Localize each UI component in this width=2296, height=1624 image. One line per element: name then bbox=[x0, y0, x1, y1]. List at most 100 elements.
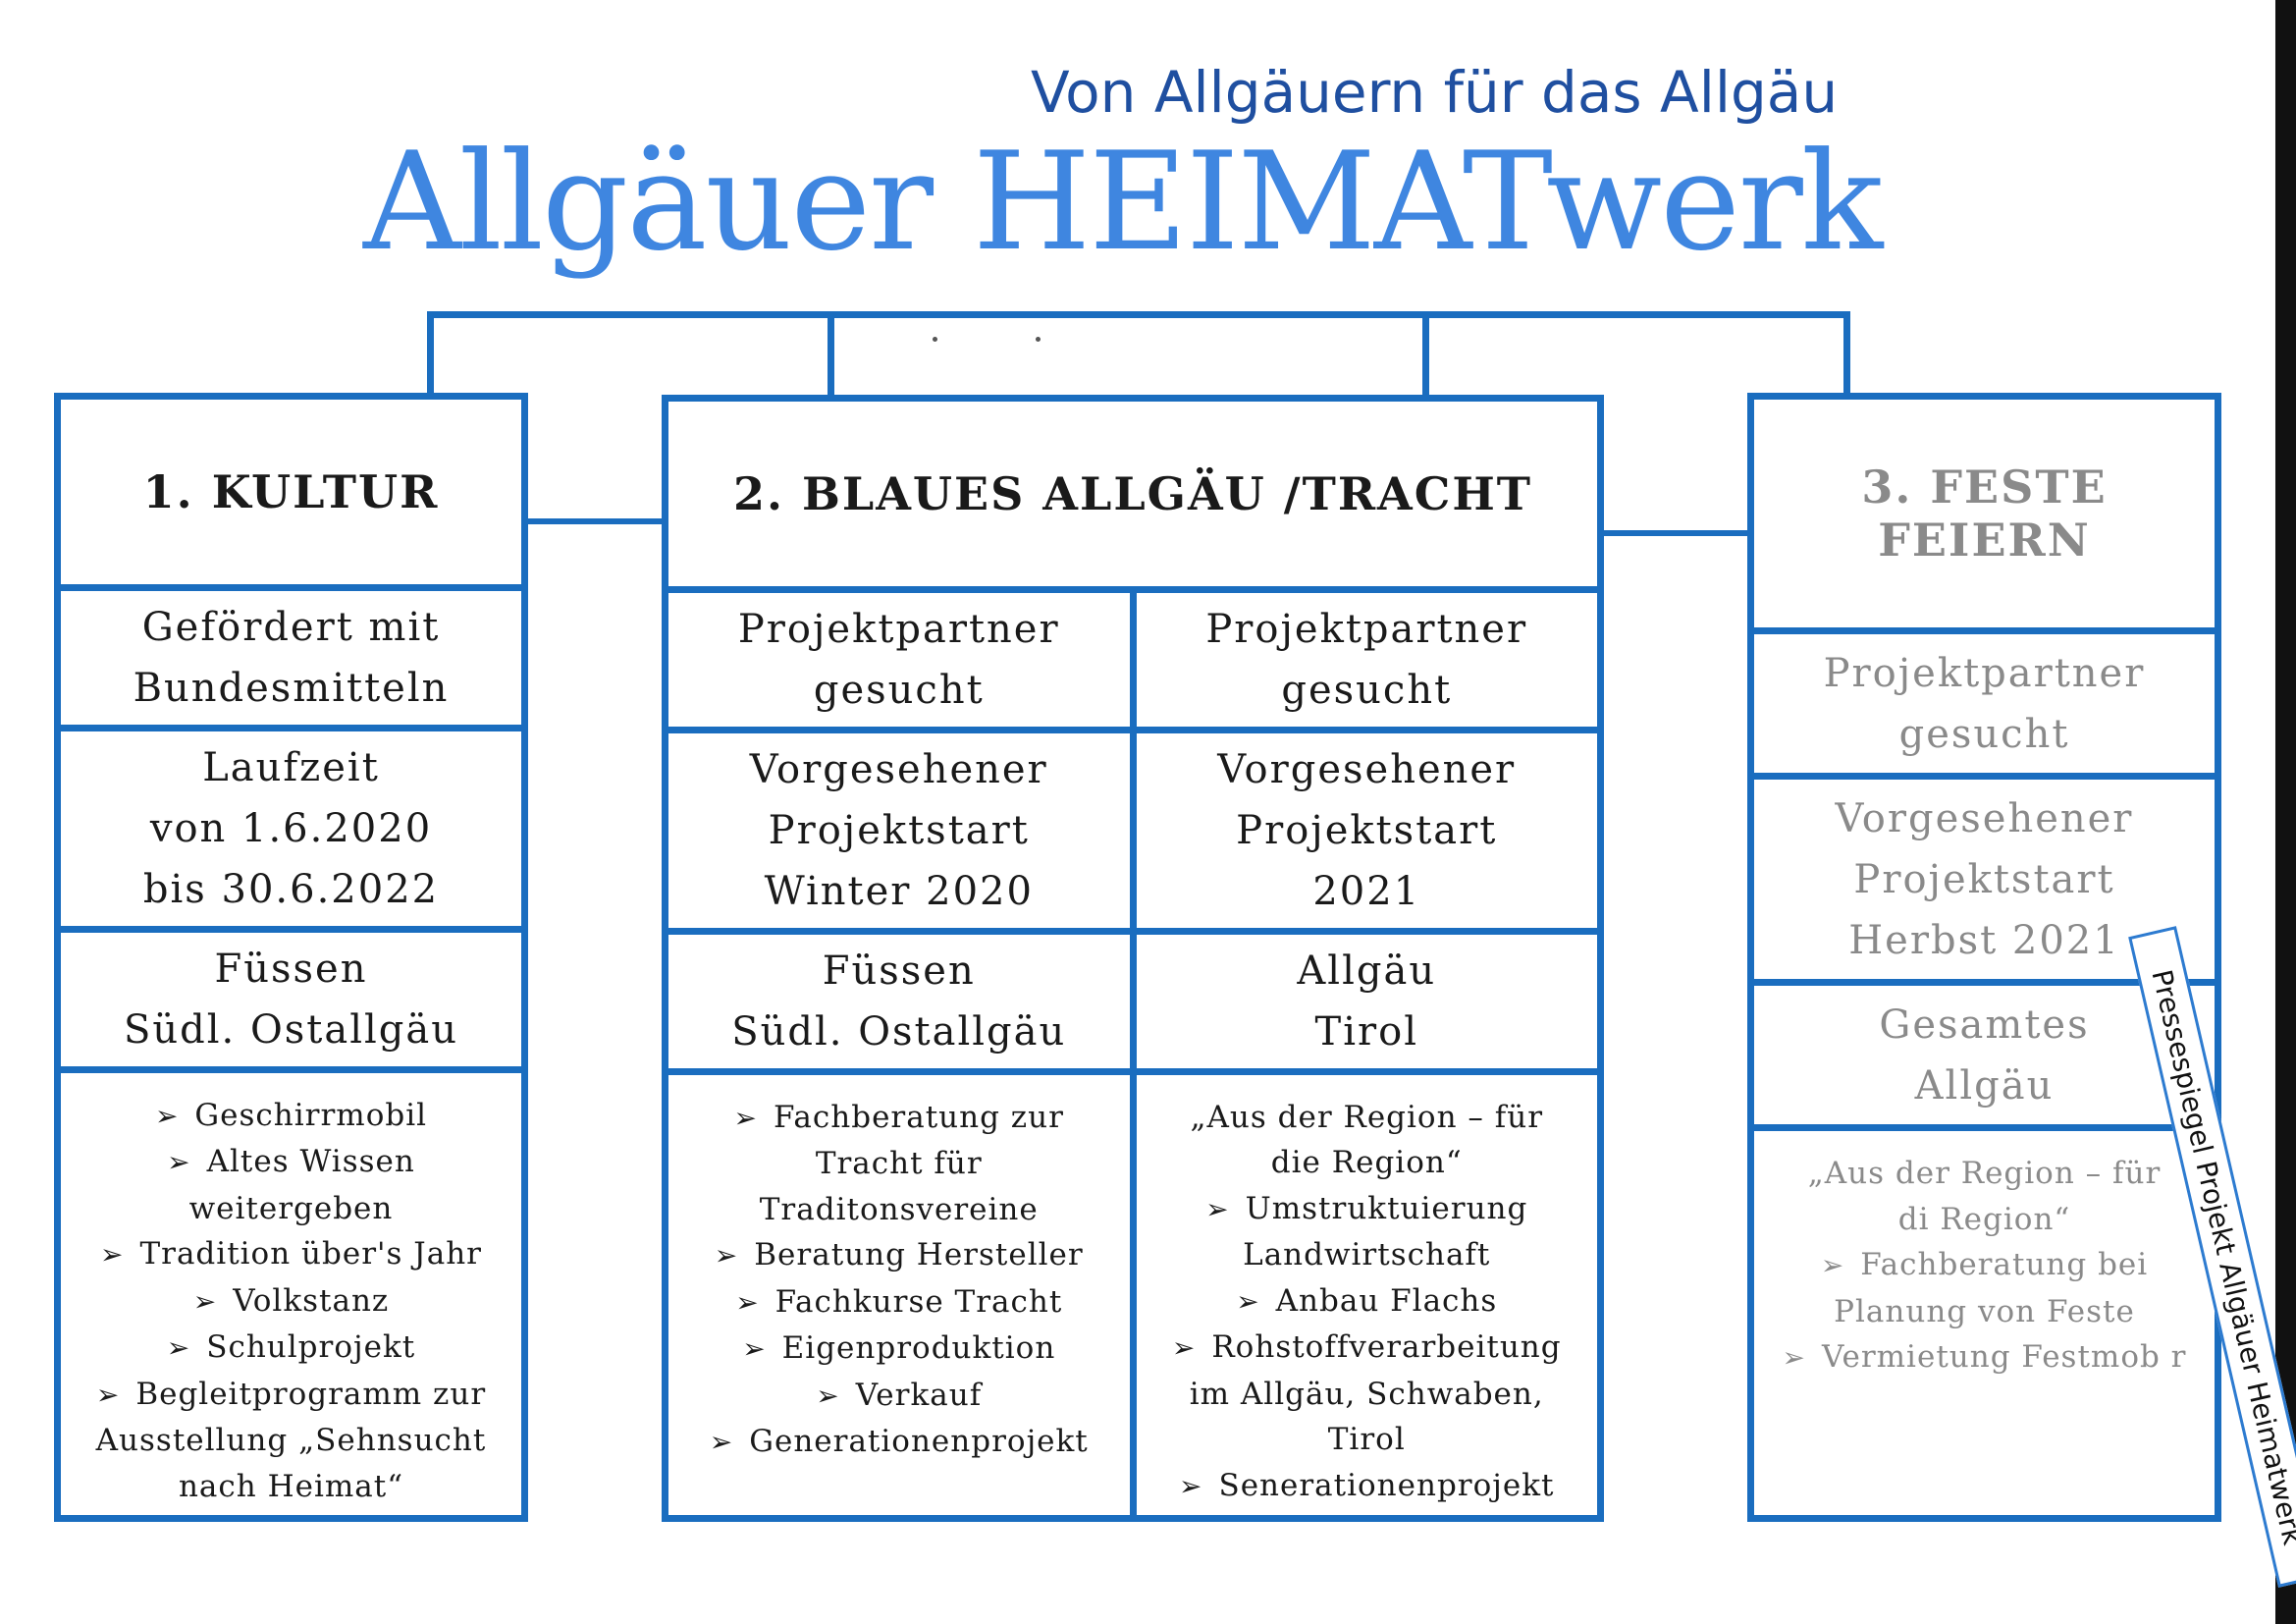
kultur-funding-line: Gefördert mit bbox=[141, 604, 441, 650]
arrow-bullet-icon: ➢ bbox=[709, 1426, 734, 1458]
kultur-region-cell: Füssen Südl. Ostallgäu bbox=[61, 933, 521, 1066]
list-item-text: Eigenproduktion bbox=[781, 1330, 1056, 1366]
tracht-partner-row: Projektpartner gesucht Projektpartner ge… bbox=[668, 585, 1598, 727]
tracht-start-row: Vorgesehener Projektstart Winter 2020 Vo… bbox=[668, 726, 1597, 928]
feste-start-line: Vorgesehener bbox=[1835, 795, 2134, 841]
list-item-text: Umstruktuierung Landwirtschaft bbox=[1243, 1190, 1528, 1273]
kultur-runtime-cell: Laufzeit von 1.6.2020 bis 30.6.2022 bbox=[61, 731, 521, 926]
kultur-runtime-line: Laufzeit bbox=[202, 744, 380, 790]
list-item-text: Anbau Flachs bbox=[1275, 1282, 1498, 1319]
arrow-bullet-icon: ➢ bbox=[1782, 1341, 1806, 1374]
list-item-text: Schulprojekt bbox=[206, 1329, 416, 1365]
list-item-text: Fachberatung zur Tracht für Traditonsver… bbox=[759, 1099, 1064, 1227]
tracht-left-start-line: Winter 2020 bbox=[764, 868, 1034, 914]
list-item: ➢ Umstruktuierung Landwirtschaft bbox=[1190, 1186, 1543, 1278]
tracht-left-start-cell: Vorgesehener Projektstart Winter 2020 bbox=[668, 733, 1130, 928]
arrow-bullet-icon: ➢ bbox=[742, 1332, 767, 1365]
tracht-left-start-line: Projektstart bbox=[768, 807, 1030, 853]
feste-partner-row: Projektpartner gesucht bbox=[1754, 627, 2215, 773]
arrow-bullet-icon: ➢ bbox=[735, 1285, 760, 1319]
arrow-bullet-icon: ➢ bbox=[166, 1331, 191, 1364]
list-item-text: Generationenprojekt bbox=[749, 1424, 1089, 1459]
tracht-left-region-cell: Füssen Südl. Ostallgäu bbox=[668, 935, 1130, 1068]
region-quote-text: „Aus der Region – für die Region“ bbox=[1190, 1099, 1544, 1181]
connector-kultur-tracht bbox=[526, 518, 664, 524]
tracht-right-partner-line: gesucht bbox=[1281, 667, 1453, 713]
kultur-runtime-line: von 1.6.2020 bbox=[149, 805, 433, 851]
list-item: ➢Altes Wissen weitergeben bbox=[71, 1139, 511, 1231]
kultur-funding-row: Gefördert mit Bundesmitteln bbox=[61, 583, 521, 725]
feste-list-row: „Aus der Region – für di Region“ ➢Fachbe… bbox=[1754, 1124, 2215, 1515]
connector-tracht-feste bbox=[1602, 530, 1749, 536]
list-item-text: Senerationenprojekt bbox=[1218, 1467, 1555, 1503]
tracht-left-region-line: Füssen bbox=[822, 947, 976, 994]
feste-region-line: Gesamtes bbox=[1879, 1001, 2090, 1048]
list-item-text: Begleitprogramm zur Ausstellung „Sehnsuc… bbox=[95, 1376, 487, 1504]
tracht-right-region-line: Tirol bbox=[1314, 1008, 1418, 1055]
feste-partner-line: Projektpartner bbox=[1823, 650, 2146, 696]
list-item-text: Fachberatung bei Planung von Feste bbox=[1834, 1247, 2149, 1329]
list-item-text: Beratung Hersteller bbox=[754, 1237, 1084, 1272]
arrow-bullet-icon: ➢ bbox=[95, 1378, 121, 1411]
tracht-left-start-line: Vorgesehener bbox=[749, 746, 1048, 792]
column-kultur: 1. KULTUR Gefördert mit Bundesmitteln La… bbox=[54, 393, 528, 1522]
feste-partner-line: gesucht bbox=[1898, 711, 2070, 757]
kultur-title: 1. KULTUR bbox=[142, 464, 440, 518]
tracht-right-partner-line: Projektpartner bbox=[1205, 606, 1528, 652]
feste-items-list: „Aus der Region – für di Region“ ➢Fachbe… bbox=[1782, 1137, 2186, 1381]
kultur-list-row: ➢Geschirrmobil ➢Altes Wissen weitergeben… bbox=[61, 1065, 521, 1516]
list-item: ➢Geschirrmobil bbox=[155, 1093, 427, 1140]
tracht-right-start-line: Projektstart bbox=[1236, 807, 1498, 853]
kultur-runtime-line: bis 30.6.2022 bbox=[142, 866, 440, 912]
region-quote: „Aus der Region – für die Region“ bbox=[1170, 1095, 1563, 1186]
tracht-left-partner-cell: Projektpartner gesucht bbox=[668, 593, 1130, 727]
arrow-bullet-icon: ➢ bbox=[99, 1238, 125, 1271]
list-item: ➢ Generationenprojekt bbox=[710, 1419, 1089, 1466]
tracht-region-row: Füssen Südl. Ostallgäu Allgäu Tirol bbox=[668, 927, 1598, 1068]
list-item: ➢Verkauf bbox=[816, 1373, 982, 1420]
tracht-right-region-line: Allgäu bbox=[1297, 947, 1437, 994]
arrow-bullet-icon: ➢ bbox=[714, 1239, 739, 1272]
list-item: ➢Fachberatung bei Planung von Feste bbox=[1798, 1242, 2171, 1334]
feste-start-row: Vorgesehener Projektstart Herbst 2021 bbox=[1754, 773, 2215, 979]
list-item-text: Verkauf bbox=[855, 1377, 983, 1413]
list-item-text: Volkstanz bbox=[233, 1282, 390, 1319]
feste-list-cell: „Aus der Region – für di Region“ ➢Fachbe… bbox=[1754, 1131, 2215, 1515]
list-item-text: Tradition über's Jahr bbox=[139, 1236, 482, 1272]
tracht-right-partner-cell: Projektpartner gesucht bbox=[1129, 592, 1598, 727]
list-item: ➢ Schulprojekt bbox=[167, 1325, 415, 1372]
tracht-list-row: ➢Fachberatung zur Tracht für Traditonsve… bbox=[668, 1067, 1598, 1515]
scan-dot bbox=[933, 337, 937, 342]
list-item-text: Rohstoffverarbeitung im Allgäu, Schwaben… bbox=[1189, 1329, 1562, 1457]
kultur-region-line: Südl. Ostallgäu bbox=[123, 1006, 459, 1053]
region-quote-text: „Aus der Region – für di Region“ bbox=[1807, 1156, 2162, 1237]
tracht-left-partner-line: gesucht bbox=[813, 667, 985, 713]
connector-top-bar bbox=[427, 311, 1850, 318]
tracht-right-start-line: Vorgesehener bbox=[1217, 746, 1517, 792]
list-item: ➢ Senerationenprojekt bbox=[1179, 1463, 1555, 1510]
arrow-bullet-icon: ➢ bbox=[1205, 1192, 1230, 1225]
arrow-bullet-icon: ➢ bbox=[167, 1146, 191, 1178]
kultur-region-line: Füssen bbox=[214, 946, 368, 992]
feste-start-line: Projektstart bbox=[1853, 856, 2115, 902]
list-item: ➢ Beratung Hersteller bbox=[715, 1232, 1084, 1279]
feste-title: 3. FESTE FEIERN bbox=[1861, 460, 2108, 567]
connector-drop-tracht-left bbox=[828, 311, 834, 395]
feste-start-line: Herbst 2021 bbox=[1848, 917, 2120, 963]
arrow-bullet-icon: ➢ bbox=[1171, 1331, 1197, 1364]
arrow-bullet-icon: ➢ bbox=[733, 1101, 759, 1134]
feste-region-row: Gesamtes Allgäu bbox=[1754, 979, 2215, 1124]
list-item: ➢Volkstanz bbox=[193, 1278, 390, 1326]
list-item: ➢Begleitprogramm zur Ausstellung „Sehnsu… bbox=[80, 1372, 503, 1510]
tagline: Von Allgäuern für das Allgäu bbox=[1031, 59, 1839, 126]
feste-region-line: Allgäu bbox=[1914, 1062, 2055, 1109]
feste-region-cell: Gesamtes Allgäu bbox=[1754, 986, 2215, 1124]
arrow-bullet-icon: ➢ bbox=[1178, 1469, 1203, 1502]
scan-dot bbox=[1036, 337, 1041, 342]
arrow-bullet-icon: ➢ bbox=[1236, 1284, 1260, 1318]
tracht-right-list-cell: „Aus der Region – für die Region“ ➢ Umstr… bbox=[1129, 1074, 1598, 1515]
tracht-right-region-cell: Allgäu Tirol bbox=[1129, 934, 1598, 1068]
list-item: ➢Fachkurse Tracht bbox=[735, 1279, 1062, 1326]
kultur-list-cell: ➢Geschirrmobil ➢Altes Wissen weitergeben… bbox=[61, 1073, 521, 1516]
list-item: ➢ Eigenproduktion bbox=[742, 1326, 1055, 1373]
